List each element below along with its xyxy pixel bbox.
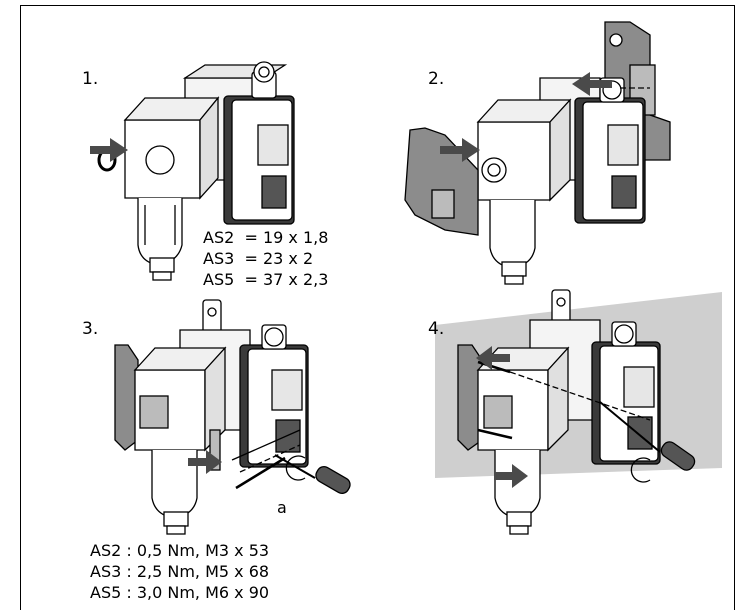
step-number-1: 1. bbox=[82, 69, 99, 89]
torque-spec-as5: AS5 : 3,0 Nm, M6 x 90 bbox=[90, 583, 270, 602]
oring-size-as2: AS2 = 19 x 1,8 bbox=[203, 228, 329, 247]
step-number-2: 2. bbox=[428, 69, 445, 89]
callout-label-a: a bbox=[277, 498, 287, 517]
oring-size-as3: AS3 = 23 x 2 bbox=[203, 249, 314, 268]
figure-frame bbox=[20, 5, 735, 610]
step4-illustration bbox=[435, 289, 722, 535]
step3-illustration bbox=[114, 299, 351, 535]
step-number-3: 3. bbox=[82, 319, 99, 339]
step2-illustration bbox=[404, 21, 671, 285]
torque-spec-as2: AS2 : 0,5 Nm, M3 x 53 bbox=[90, 541, 270, 560]
step1-illustration bbox=[90, 61, 295, 281]
oring-size-as5: AS5 = 37 x 2,3 bbox=[203, 270, 329, 289]
torque-spec-as3: AS3 : 2,5 Nm, M5 x 68 bbox=[90, 562, 270, 581]
step-number-4: 4. bbox=[428, 319, 445, 339]
